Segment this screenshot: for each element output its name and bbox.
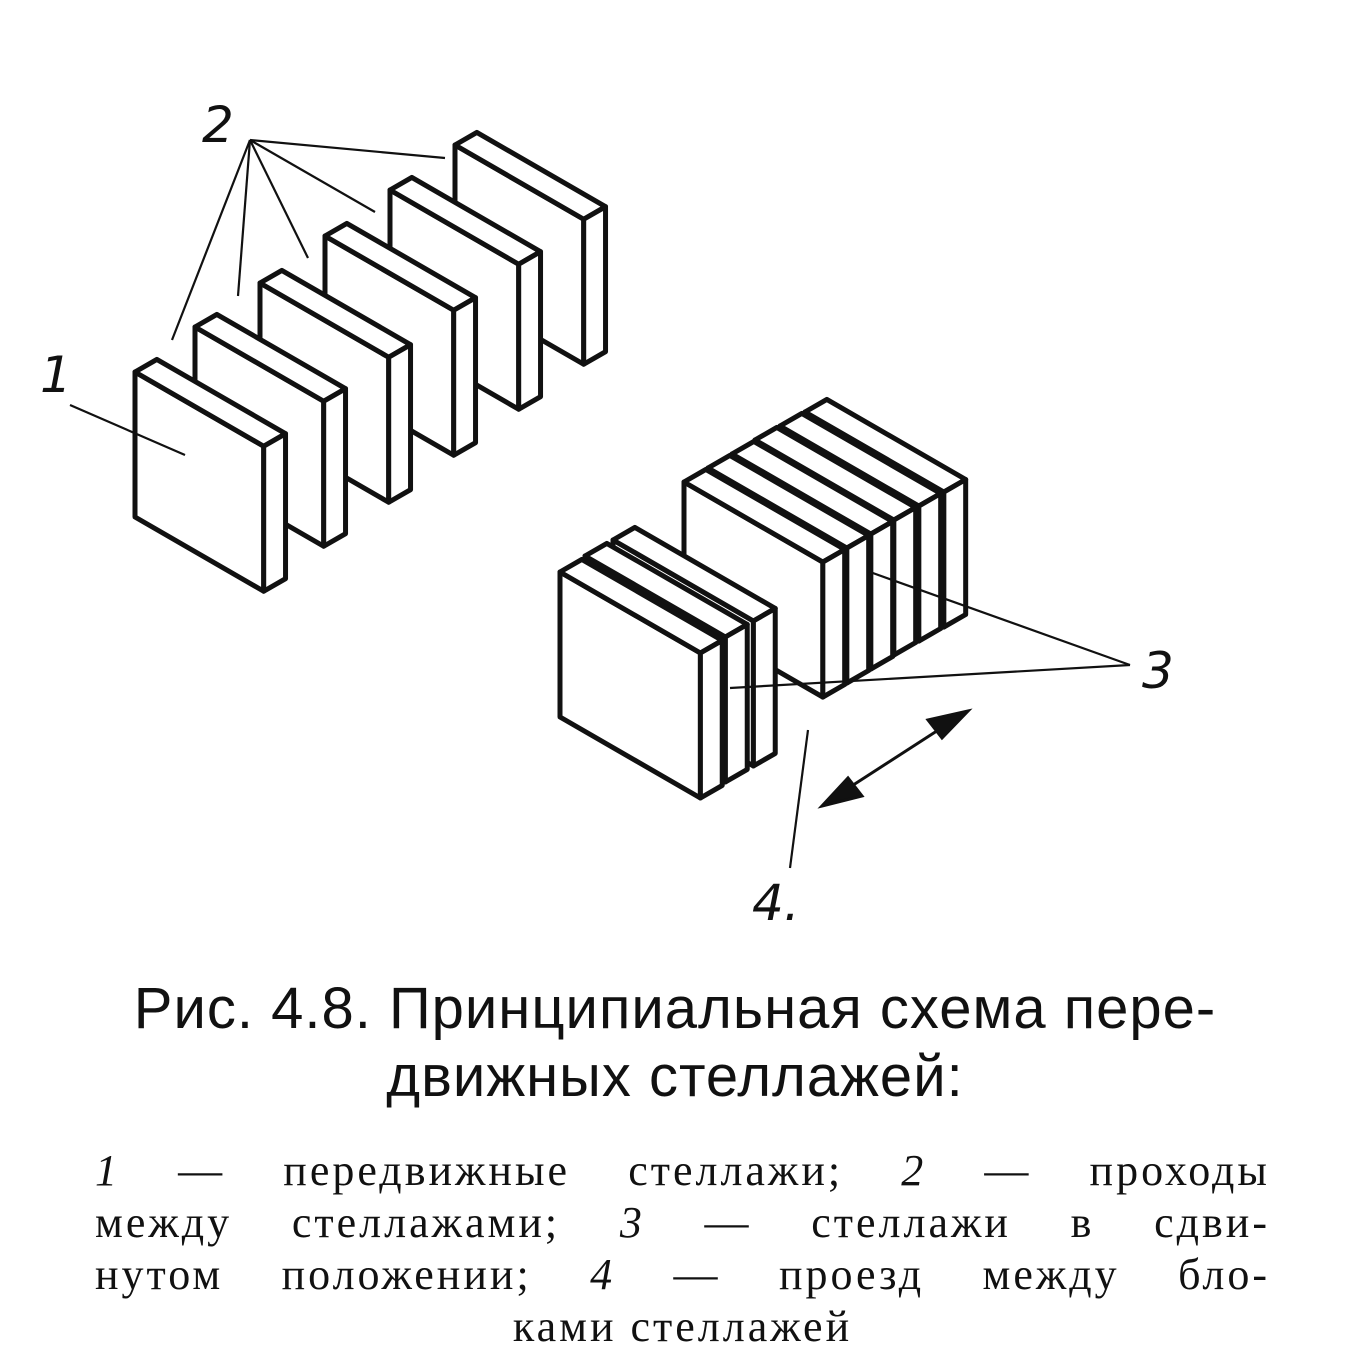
label-3: 3 (1142, 642, 1174, 700)
legend-text-4b: ками стеллажей (512, 1302, 853, 1351)
leader-line-2b (236, 139, 252, 297)
legend-text-4a: — проезд между бло- (673, 1250, 1271, 1299)
leader-line-3b (729, 663, 1131, 690)
figure-caption: Рис. 4.8. Принципиальная схема пере- дви… (80, 975, 1270, 1111)
legend-line-2: между стеллажами; 3 — стеллажи в сдви- (95, 1197, 1270, 1249)
mobile-rack-6-side-face (581, 204, 609, 367)
leader-line-2e (249, 138, 446, 160)
caption-line-1: Рис. 4.8. Принципиальная схема пере- (133, 976, 1217, 1041)
leader-line-2a (170, 139, 252, 341)
label-2: 2 (202, 96, 234, 154)
mobile-rack-1-side-face (261, 431, 289, 594)
legend-text-2a: — проходы (984, 1146, 1270, 1195)
compact-rack-back-2-side-face (844, 533, 872, 686)
legend-text-3a: — стеллажи в сдви- (704, 1198, 1270, 1247)
compact-rack-back-6-side-face (941, 477, 969, 630)
legend-line-1: 1 — передвижные стеллажи; 2 — проходы (95, 1145, 1270, 1197)
compact-rack-back-3-side-face (868, 519, 896, 672)
mobile-rack-2-side-face (321, 386, 349, 549)
compact-rack-front-3-side-face (750, 605, 778, 769)
legend-line-4: ками стеллажей (95, 1301, 1270, 1353)
legend-num-4: 4 (590, 1250, 616, 1299)
leader-line-1 (69, 403, 186, 457)
movement-double-arrow (817, 708, 973, 809)
leader-line-2c (249, 139, 309, 259)
mobile-rack-4-side-face (451, 295, 479, 458)
mobile-rack-5-side-face (516, 249, 544, 412)
label-4: 4. (752, 874, 800, 932)
compact-rack-front-1-side-face (697, 637, 725, 801)
leader-line-2d (249, 139, 376, 213)
legend-text-3b: нутом положении; (95, 1250, 532, 1299)
legend-num-3: 3 (619, 1198, 645, 1247)
legend-num-2: 2 (901, 1146, 927, 1195)
legend-num-1: 1 (95, 1146, 120, 1195)
compact-rack-back-1-side-face (820, 547, 848, 700)
legend-text-1: — передвижные стеллажи; (178, 1146, 844, 1195)
compact-rack-front-2-side-face (722, 621, 750, 785)
mobile-rack-3-side-face (386, 342, 414, 505)
leader-line-3a (869, 570, 1131, 667)
label-1: 1 (40, 346, 72, 404)
compact-rack-back-5-side-face (916, 491, 944, 644)
legend-line-3: нутом положении; 4 — проезд между бло- (95, 1249, 1270, 1301)
figure-legend: 1 — передвижные стеллажи; 2 — проходы ме… (95, 1145, 1270, 1353)
leader-line-4 (788, 729, 810, 869)
shelving-diagram: 1 2 3 4. (40, 96, 1174, 932)
caption-line-2: движных стеллажей: (386, 1044, 964, 1109)
legend-text-2b: между стеллажами; (95, 1198, 561, 1247)
